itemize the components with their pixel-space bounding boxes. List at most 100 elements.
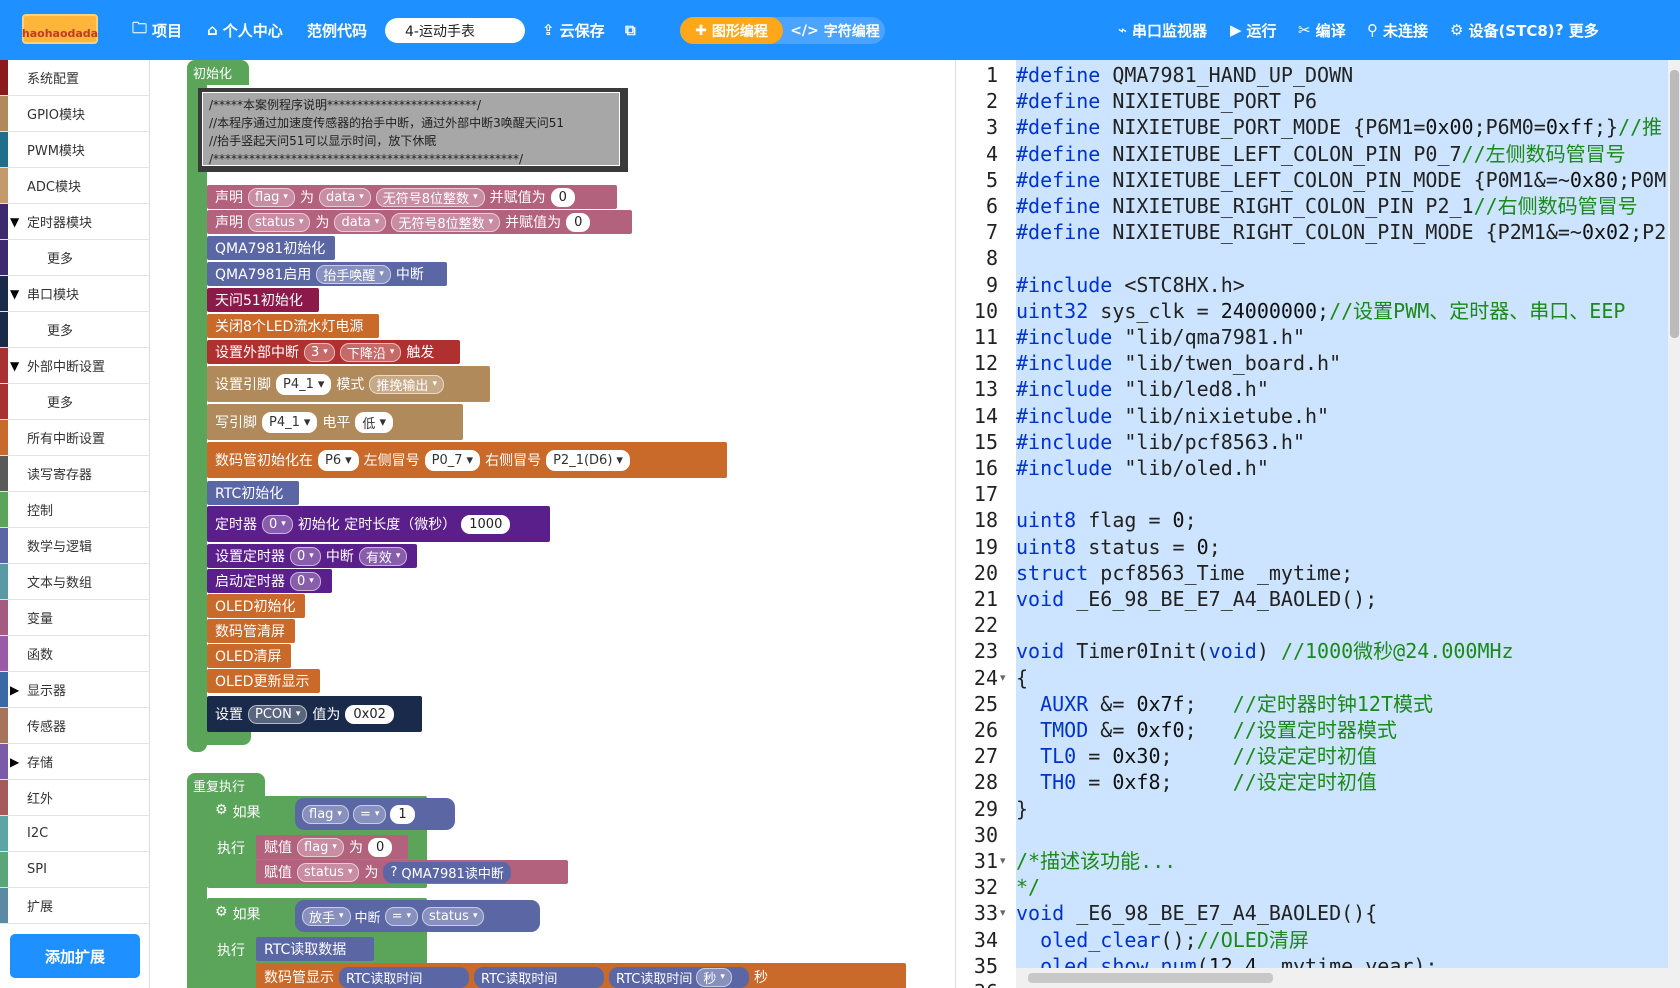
event-dropdown[interactable]: 放手 — [302, 906, 351, 926]
timer-num-dropdown[interactable]: 0 — [290, 571, 321, 591]
timer-num-dropdown[interactable]: 0 — [290, 546, 321, 566]
code-line[interactable]: TH0 = 0xf8; //设定定时初值 — [1040, 770, 1377, 795]
caret-down-icon[interactable]: ▼ — [10, 286, 20, 301]
sidebar-category[interactable]: 更多 — [0, 384, 150, 420]
code-line[interactable]: AUXR &= 0x7f; //定时器时钟12T模式 — [1040, 691, 1433, 716]
set-register-block[interactable]: 设置PCON值为0x02 — [207, 696, 422, 732]
code-line[interactable]: */ — [1016, 875, 1041, 900]
var-dropdown[interactable]: flag — [248, 187, 295, 207]
code-line[interactable]: void Timer0Init(void) //1000微秒@24.000MHz — [1016, 639, 1514, 664]
code-line[interactable]: uint32 sys_clk = 24000000;//设置PWM、定时器、串口… — [1016, 298, 1626, 323]
int-type-dropdown[interactable]: 无符号8位整数 — [375, 187, 485, 207]
editor-hscroll-thumb[interactable] — [1028, 973, 1273, 983]
assign-status-block[interactable]: 赋值status为?QMA7981读中断 — [256, 860, 568, 884]
caret-right-icon[interactable]: ▶ — [10, 754, 20, 769]
profile-menu[interactable]: ⌂个人中心 — [207, 21, 283, 40]
sidebar-category[interactable]: 更多 — [0, 240, 150, 276]
code-line[interactable]: #include "lib/pcf8563.h" — [1016, 429, 1305, 454]
operator-dropdown[interactable]: = — [352, 804, 387, 824]
run-button[interactable]: ▶运行 — [1230, 21, 1277, 40]
timer-num-dropdown[interactable]: 0 — [262, 514, 293, 534]
examples-menu[interactable]: 范例代码 — [307, 21, 368, 40]
code-line[interactable]: #define NIXIETUBE_RIGHT_COLON_PIN P2_1//… — [1016, 194, 1638, 218]
sidebar-category[interactable]: 红外 — [0, 780, 150, 816]
code-line[interactable]: #include "lib/qma7981.h" — [1016, 325, 1305, 349]
tw51-init-block[interactable]: 天问51初始化 — [207, 288, 319, 312]
declare-flag-block[interactable]: 声明flag为data无符号8位整数并赋值为0 — [207, 185, 617, 209]
var-dropdown[interactable]: flag — [302, 804, 349, 824]
caret-down-icon[interactable]: ▼ — [10, 358, 20, 373]
comment-block[interactable]: /*****本案例程序说明*************************/ … — [198, 88, 628, 172]
qma-enable-block[interactable]: QMA7981启用抬手唤醒中断 — [207, 262, 447, 286]
fold-icon[interactable]: ▾ — [1000, 670, 1006, 684]
code-line[interactable]: TMOD &= 0xf0; //设置定时器模式 — [1040, 718, 1397, 742]
caret-right-icon[interactable]: ▶ — [10, 682, 20, 697]
sidebar-category[interactable]: 扩展 — [0, 888, 150, 924]
add-extension-button[interactable]: 添加扩展 — [10, 934, 140, 978]
register-dropdown[interactable]: PCON — [248, 704, 308, 724]
more-button[interactable]: ?更多 — [1555, 21, 1599, 40]
right-colon-value-block[interactable]: P2_1(D6)▾ — [546, 449, 630, 471]
sidebar-category[interactable]: 数学与逻辑 — [0, 528, 150, 564]
pin-value-block[interactable]: P4_1▾ — [276, 373, 332, 395]
assign-value-input[interactable]: 0 — [367, 837, 393, 857]
compare-block-2[interactable]: 放手中断=status — [295, 900, 540, 932]
oled-clear-block[interactable]: OLED清屏 — [207, 644, 291, 668]
nixie-show-block[interactable]: 数码管显示RTC读取时间RTC读取时间RTC读取时间秒秒 — [256, 963, 906, 988]
device-button[interactable]: ⚙设备(STC8) — [1450, 21, 1555, 40]
sidebar-category[interactable]: PWM模块 — [0, 132, 150, 168]
code-line[interactable]: } — [1016, 796, 1029, 821]
sidebar-category[interactable]: 系统配置 — [0, 60, 150, 96]
rtc-init-block[interactable]: RTC初始化 — [207, 481, 299, 505]
sidebar-category[interactable]: ADC模块 — [0, 168, 150, 204]
edge-dropdown[interactable]: 下降沿 — [339, 342, 402, 362]
compare-block-1[interactable]: flag=1 — [295, 798, 455, 830]
set-timer-int-block[interactable]: 设置定时器0中断有效 — [207, 544, 417, 568]
code-line[interactable]: struct pcf8563_Time _mytime; — [1016, 560, 1354, 585]
cloud-save-button[interactable]: ⇪云保存 — [542, 21, 605, 40]
port-value-block[interactable]: P6▾ — [318, 449, 359, 471]
timer-length-input[interactable]: 1000 — [461, 514, 511, 534]
code-line[interactable]: uint8 status = 0; — [1016, 534, 1221, 559]
pin-mode-dropdown[interactable]: 推挽输出 — [369, 374, 444, 394]
code-line[interactable]: #include "lib/twen_board.h" — [1016, 351, 1342, 376]
code-line[interactable]: { — [1016, 665, 1029, 690]
sidebar-category[interactable]: GPIO模块 — [0, 96, 150, 132]
code-line[interactable]: #define NIXIETUBE_RIGHT_COLON_PIN_MODE {… — [1016, 220, 1667, 245]
left-colon-value-block[interactable]: P0_7▾ — [424, 449, 481, 471]
code-line[interactable]: #define NIXIETUBE_PORT P6 — [1016, 89, 1318, 114]
rtc-time-block[interactable]: RTC读取时间 — [339, 966, 469, 988]
code-line[interactable]: oled_clear();//OLED清屏 — [1040, 927, 1309, 952]
project-menu[interactable]: 🗀项目 — [132, 0, 182, 60]
compile-button[interactable]: ✂编译 — [1298, 21, 1346, 40]
caret-down-icon[interactable]: ▼ — [10, 214, 20, 229]
sidebar-category[interactable]: 更多 — [0, 312, 150, 348]
code-line[interactable]: #define QMA7981_HAND_UP_DOWN — [1016, 63, 1354, 87]
code-line[interactable]: TL0 = 0x30; //设定定时初值 — [1040, 744, 1377, 769]
code-line[interactable]: void _E6_98_BE_E7_A4_BAOLED(){ — [1016, 901, 1378, 926]
init-value-input[interactable]: 0 — [550, 187, 575, 207]
sidebar-category[interactable]: 读写寄存器 — [0, 456, 150, 492]
var-dropdown[interactable]: status — [422, 906, 485, 926]
int-type-dropdown[interactable]: 无符号8位整数 — [391, 212, 501, 232]
rtc-read-block[interactable]: RTC读取数据 — [256, 937, 374, 961]
type-dropdown[interactable]: data — [318, 187, 371, 207]
rtc-time-block-2[interactable]: RTC读取时间 — [474, 966, 604, 988]
type-dropdown[interactable]: data — [334, 212, 387, 232]
var-dropdown[interactable]: status — [297, 862, 360, 882]
project-name-field[interactable]: 4-运动手表 — [385, 18, 525, 43]
compare-value-input[interactable]: 1 — [390, 804, 415, 824]
editor-horizontal-scrollbar[interactable] — [1016, 968, 1668, 988]
qma-read-int-block[interactable]: ?QMA7981读中断 — [383, 861, 511, 883]
var-dropdown[interactable]: status — [248, 212, 311, 232]
int-valid-dropdown[interactable]: 有效 — [358, 546, 408, 566]
serial-monitor-button[interactable]: ⌁串口监视器 — [1118, 21, 1208, 40]
code-line[interactable]: #include "lib/nixietube.h" — [1016, 403, 1330, 428]
level-value-block[interactable]: 低▾ — [355, 411, 393, 433]
graphic-mode-tab[interactable]: ✚图形编程 — [680, 17, 783, 44]
qma-init-block[interactable]: QMA7981初始化 — [207, 236, 335, 260]
operator-dropdown[interactable]: = — [384, 906, 418, 926]
